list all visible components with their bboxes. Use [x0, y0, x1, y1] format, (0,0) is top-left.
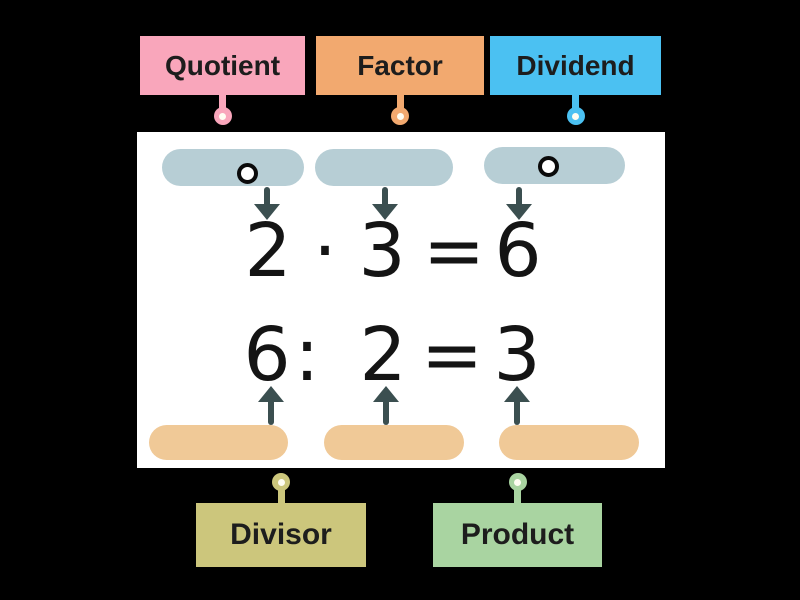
label-dividend[interactable]: Dividend [490, 36, 661, 125]
hotspot-top-3[interactable] [538, 156, 559, 177]
pin-core-dot [514, 478, 521, 486]
hotspot-top-1[interactable] [237, 163, 258, 184]
label-connector-pin [272, 473, 290, 491]
pin-core-dot [572, 112, 579, 120]
equation-token: 6 [243, 312, 291, 398]
answer-slot-bottom-2 [324, 425, 464, 460]
equation-token: 3 [358, 208, 406, 294]
answer-slot-top-2 [315, 149, 453, 186]
label-factor[interactable]: Factor [316, 36, 484, 125]
answer-slot-bottom-3 [499, 425, 639, 460]
label-connector-pin [566, 107, 585, 125]
label-divisor-text: Divisor [230, 518, 332, 551]
label-connector-pin [508, 473, 527, 491]
arrow-down-icon [505, 187, 533, 220]
label-quotient[interactable]: Quotient [140, 36, 305, 125]
pin-core-dot [277, 478, 285, 486]
equation-token: 3 [493, 312, 541, 398]
pin-core-dot [396, 112, 404, 120]
label-product[interactable]: Product [433, 473, 602, 567]
arrow-up-icon [372, 386, 400, 425]
equation-token: = [422, 208, 486, 294]
answer-slot-bottom-1 [149, 425, 288, 460]
label-factor-text: Factor [357, 49, 443, 81]
arrow-up-icon [257, 386, 285, 425]
label-connector-stem [396, 95, 404, 109]
label-connector-pin [391, 107, 409, 125]
label-connector-pin [213, 107, 232, 125]
label-connector-stem [219, 95, 226, 109]
equation-token: 6 [494, 208, 542, 294]
arrow-down-icon [253, 187, 281, 220]
arrow-down-icon [371, 187, 399, 220]
answer-slot-top-1 [162, 149, 304, 186]
label-connector-stem [277, 489, 285, 503]
equation-token: · [313, 208, 337, 294]
label-connector-stem [514, 489, 521, 503]
pin-core-dot [219, 112, 226, 120]
arrow-up-icon [503, 386, 531, 425]
equation-token: 2 [359, 312, 407, 398]
label-connector-stem [572, 95, 579, 109]
diagram-board: 2 · 3 = 6 6 : 2 = 3 [137, 132, 665, 468]
label-quotient-text: Quotient [164, 49, 281, 81]
equation-token: = [420, 312, 484, 398]
label-divisor[interactable]: Divisor [196, 473, 366, 567]
label-dividend-text: Dividend [516, 49, 635, 81]
label-product-text: Product [460, 518, 575, 551]
equation-token: 2 [244, 208, 292, 294]
equation-token: : [294, 312, 320, 398]
